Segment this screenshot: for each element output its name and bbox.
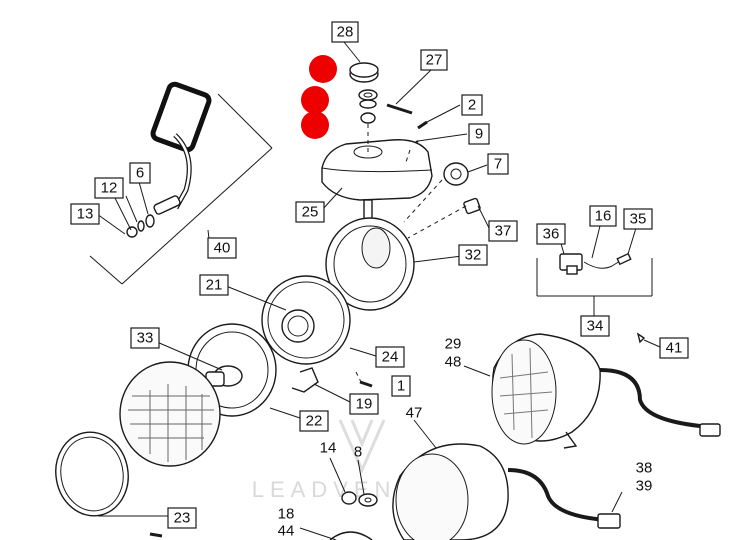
svg-text:23: 23 bbox=[174, 510, 191, 527]
svg-text:9: 9 bbox=[475, 126, 483, 143]
turn-signal-lower bbox=[299, 419, 623, 540]
callout-12: 12 bbox=[94, 177, 124, 199]
svg-text:27: 27 bbox=[426, 52, 443, 69]
turn-signal-upper bbox=[463, 333, 721, 449]
callout-7: 7 bbox=[487, 153, 509, 175]
svg-text:13: 13 bbox=[77, 206, 94, 223]
svg-text:40: 40 bbox=[214, 240, 231, 257]
callout-35: 35 bbox=[623, 208, 653, 230]
callout-40: 40 bbox=[207, 237, 237, 259]
svg-text:21: 21 bbox=[206, 277, 223, 294]
callout-28: 28 bbox=[331, 21, 359, 43]
svg-text:16: 16 bbox=[595, 208, 612, 225]
label-29: 29 bbox=[445, 336, 462, 353]
svg-text:6: 6 bbox=[136, 165, 144, 182]
svg-text:32: 32 bbox=[465, 247, 482, 264]
label-14: 14 bbox=[320, 440, 337, 457]
label-44: 44 bbox=[278, 523, 295, 540]
svg-text:28: 28 bbox=[337, 24, 354, 41]
callout-34: 34 bbox=[580, 315, 610, 337]
svg-text:22: 22 bbox=[306, 413, 323, 430]
red-marker-2 bbox=[301, 86, 329, 114]
svg-text:36: 36 bbox=[543, 226, 560, 243]
callout-41: 41 bbox=[659, 337, 689, 359]
label-47: 47 bbox=[406, 405, 423, 422]
svg-text:41: 41 bbox=[666, 340, 683, 357]
svg-text:35: 35 bbox=[630, 211, 647, 228]
label-18: 18 bbox=[278, 506, 295, 523]
callout-2: 2 bbox=[461, 94, 483, 116]
label-48: 48 bbox=[445, 354, 462, 371]
callout-13: 13 bbox=[70, 203, 100, 225]
svg-text:25: 25 bbox=[302, 204, 319, 221]
red-marker-1 bbox=[309, 55, 337, 83]
callout-37: 37 bbox=[488, 220, 518, 242]
svg-text:33: 33 bbox=[137, 330, 154, 347]
callout-23: 23 bbox=[167, 507, 197, 529]
mirror-assembly bbox=[89, 81, 273, 285]
clip-41 bbox=[636, 332, 646, 344]
svg-text:1: 1 bbox=[397, 378, 405, 395]
callout-19: 19 bbox=[349, 393, 379, 415]
callout-25: 25 bbox=[295, 201, 325, 223]
callout-21: 21 bbox=[199, 274, 229, 296]
mounting-ring bbox=[225, 275, 377, 365]
svg-text:2: 2 bbox=[468, 97, 476, 114]
callout-9: 9 bbox=[468, 123, 490, 145]
svg-text:24: 24 bbox=[382, 349, 399, 366]
svg-text:37: 37 bbox=[495, 223, 512, 240]
callout-24: 24 bbox=[375, 346, 405, 368]
callout-6: 6 bbox=[129, 162, 151, 184]
callout-32: 32 bbox=[458, 244, 488, 266]
wiring-harness bbox=[536, 252, 653, 316]
red-marker-3 bbox=[301, 111, 329, 139]
callout-33: 33 bbox=[130, 327, 160, 349]
svg-text:19: 19 bbox=[356, 396, 373, 413]
svg-text:12: 12 bbox=[101, 180, 118, 197]
headlamp-shell bbox=[325, 199, 463, 311]
callout-22: 22 bbox=[299, 410, 329, 432]
label-8: 8 bbox=[354, 444, 362, 461]
trim-ring bbox=[55, 431, 168, 538]
svg-text:34: 34 bbox=[587, 318, 604, 335]
callout-16: 16 bbox=[589, 205, 617, 227]
callout-27: 27 bbox=[420, 49, 448, 71]
svg-text:7: 7 bbox=[494, 156, 502, 173]
headlamp-lens bbox=[119, 361, 221, 467]
leader-lines bbox=[96, 41, 637, 259]
label-39: 39 bbox=[636, 478, 653, 495]
label-38: 38 bbox=[636, 460, 653, 477]
headlamp-bracket bbox=[321, 62, 481, 239]
callout-36: 36 bbox=[536, 223, 566, 245]
callout-1: 1 bbox=[391, 375, 411, 397]
